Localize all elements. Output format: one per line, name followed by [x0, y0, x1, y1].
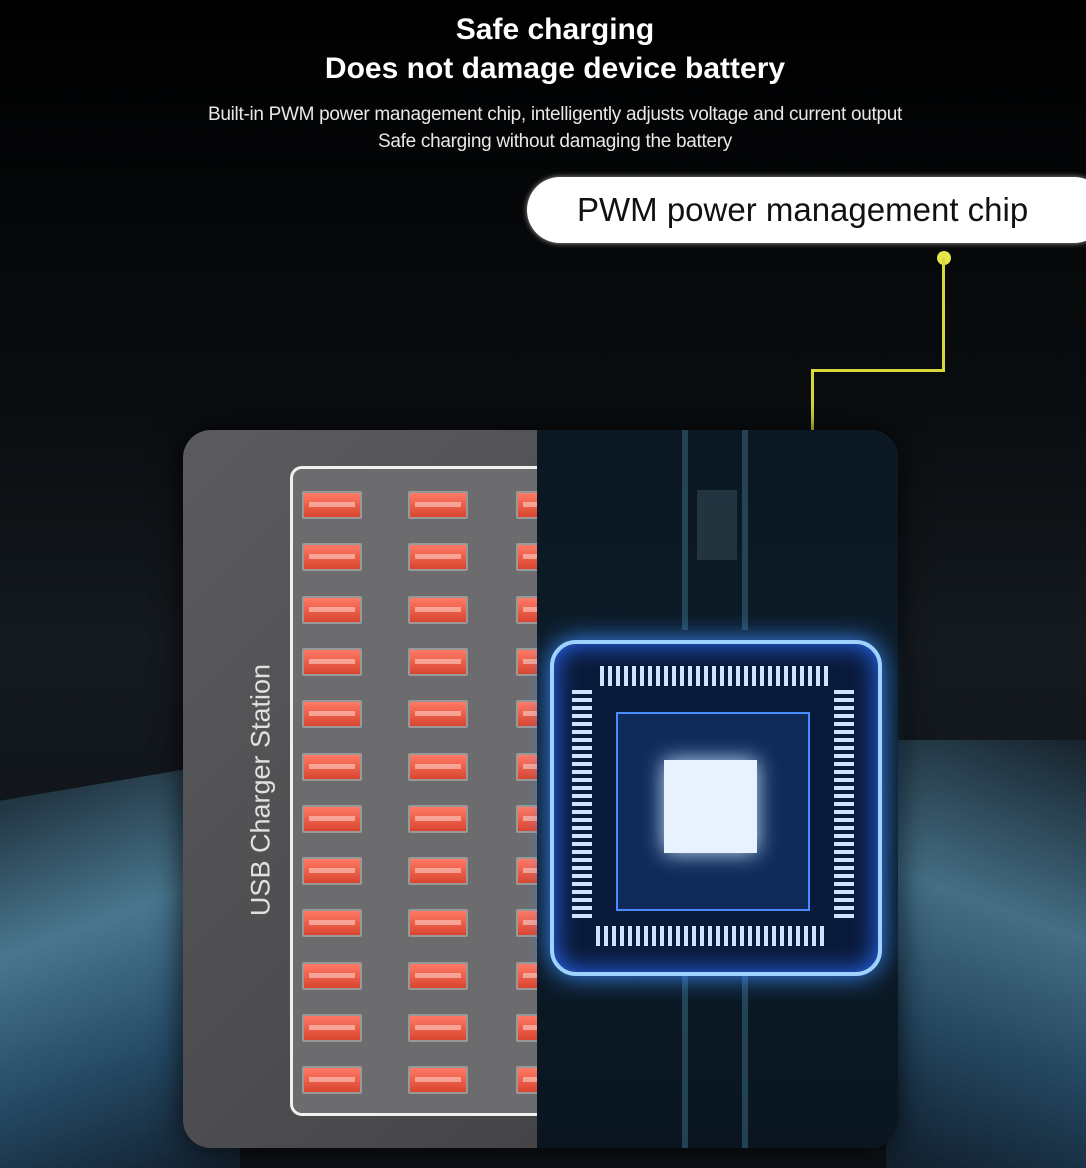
- callout-line: [942, 258, 945, 372]
- usb-port: [302, 752, 362, 781]
- usb-port: [302, 961, 362, 990]
- usb-port: [408, 961, 468, 990]
- chip-pins: [834, 690, 854, 918]
- usb-port: [302, 857, 362, 886]
- chip-core: [664, 760, 757, 853]
- usb-port: [302, 700, 362, 729]
- description-line-1: Built-in PWM power management chip, inte…: [207, 104, 902, 125]
- headline: Safe charging: [455, 13, 655, 46]
- usb-port: [302, 491, 362, 519]
- callout-label: PWM power management chip: [527, 177, 1086, 243]
- callout-text: PWM power management chip: [577, 191, 1029, 228]
- chip-pins: [596, 926, 828, 946]
- headline-secondary: Does not damage device battery: [324, 52, 786, 85]
- usb-port: [408, 1066, 468, 1095]
- usb-port: [408, 595, 468, 624]
- usb-port: [408, 543, 468, 572]
- usb-port: [302, 647, 362, 676]
- usb-port: [302, 804, 362, 833]
- usb-port: [302, 595, 362, 624]
- usb-port: [408, 647, 468, 676]
- chip-pins: [600, 666, 828, 686]
- callout-line: [811, 369, 814, 432]
- usb-port: [302, 909, 362, 938]
- pwm-chip: [550, 640, 882, 976]
- usb-port: [408, 752, 468, 781]
- chip-die: [616, 712, 810, 911]
- usb-port: [302, 543, 362, 572]
- usb-port: [408, 1014, 468, 1042]
- usb-port: [302, 1014, 362, 1042]
- callout-line: [811, 369, 945, 372]
- usb-port: [408, 700, 468, 729]
- usb-port: [408, 804, 468, 833]
- usb-port: [302, 1066, 362, 1095]
- chip-pins: [572, 690, 592, 918]
- device-label: USB Charger Station: [245, 663, 276, 917]
- description-line-2: Safe charging without damaging the batte…: [378, 131, 732, 152]
- floor-glow-right: [886, 740, 1086, 1168]
- usb-port: [408, 909, 468, 938]
- usb-port: [408, 491, 468, 519]
- usb-port: [408, 857, 468, 886]
